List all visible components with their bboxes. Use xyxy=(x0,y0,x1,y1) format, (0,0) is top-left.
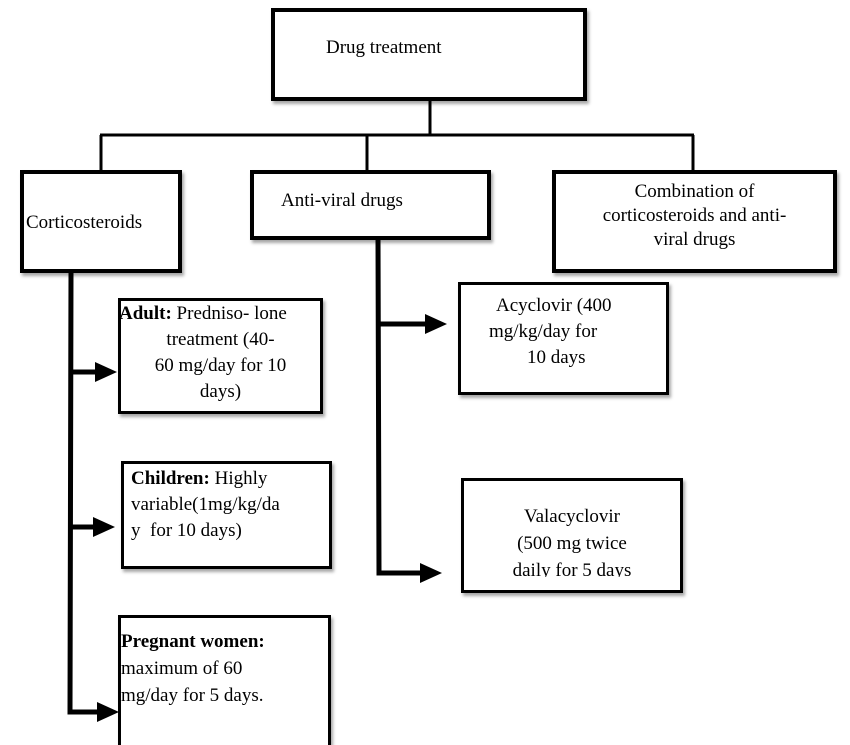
acyclovir-text: 10 days xyxy=(527,347,586,368)
combination-label-line: Combination of xyxy=(634,181,755,202)
pregnant-heading: Pregnant women: xyxy=(121,631,265,652)
arrow-valacyclovir-head xyxy=(420,563,442,583)
adult-text: days) xyxy=(199,381,242,402)
adult-heading: Adult: xyxy=(119,303,172,324)
corticosteroids-box: Corticosteroids xyxy=(20,170,182,273)
arrow-pregnant-head xyxy=(97,702,119,722)
corticosteroids-label: Corticosteroids xyxy=(26,212,143,233)
root-label: Drug treatment xyxy=(326,37,442,58)
acyclovir-box: Acyclovir (400 mg/kg/day for 10 days xyxy=(458,282,669,395)
valacyclovir-text: Valacyclovir xyxy=(523,506,620,527)
children-text: variable(1mg/kg/da xyxy=(131,494,280,515)
antiviral-box: Anti-viral drugs xyxy=(250,170,491,240)
acyclovir-text: mg/kg/day for xyxy=(489,321,598,342)
valacyclovir-box: Valacyclovir (500 mg twice daily for 5 d… xyxy=(461,478,683,593)
combination-box: Combination of corticosteroids and anti-… xyxy=(552,170,837,273)
arrow-acyclovir-head xyxy=(425,314,447,334)
arrow-children-head xyxy=(93,517,115,537)
adult-text: treatment (40- xyxy=(166,329,275,350)
combination-label-line: viral drugs xyxy=(653,229,736,250)
arrow-adult-head xyxy=(95,362,117,382)
acyclovir-text: Acyclovir (400 xyxy=(496,295,612,316)
root-box: Drug treatment xyxy=(271,8,587,101)
children-text: Highly xyxy=(209,468,268,489)
children-box: Children: Highly variable(1mg/kg/da y fo… xyxy=(121,461,332,569)
antiviral-trunk xyxy=(375,238,422,576)
valacyclovir-text: daily for 5 days xyxy=(512,560,632,577)
combination-label-line: corticosteroids and anti- xyxy=(602,205,787,226)
adult-box: Adult: Predniso- lone treatment (40- 60 … xyxy=(118,298,323,414)
antiviral-label: Anti-viral drugs xyxy=(281,190,403,211)
pregnant-text: maximum of 60 xyxy=(121,658,243,679)
corticosteroid-trunk xyxy=(67,271,100,715)
pregnant-box: Pregnant women: maximum of 60 mg/day for… xyxy=(118,615,331,745)
valacyclovir-text: (500 mg twice xyxy=(517,533,627,554)
children-heading: Children: xyxy=(131,468,210,489)
children-text: y for 10 days) xyxy=(131,520,242,541)
adult-text: 60 mg/day for 10 xyxy=(154,355,287,376)
pregnant-text: mg/day for 5 days. xyxy=(121,685,264,706)
adult-text: Predniso- lone xyxy=(171,303,287,324)
